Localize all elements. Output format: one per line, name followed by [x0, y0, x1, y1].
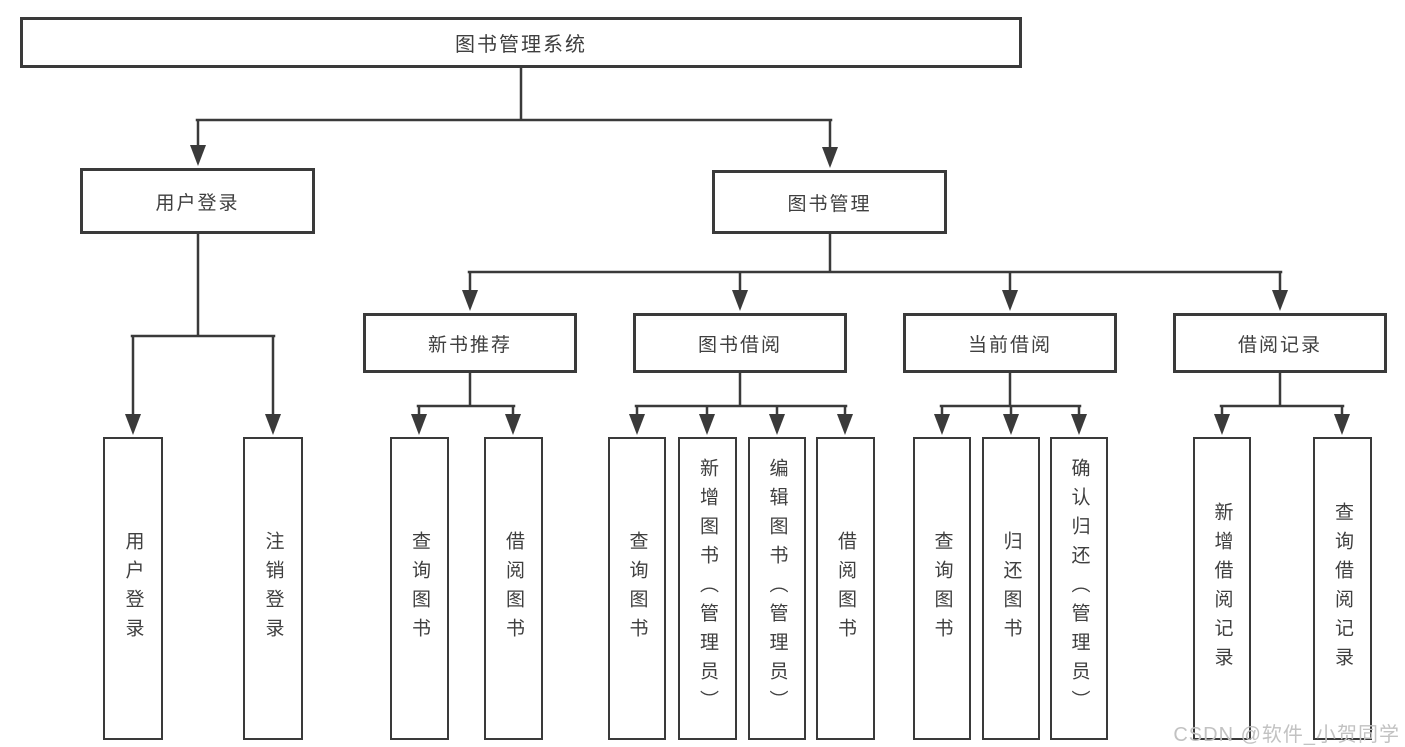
node-book-management: 图书管理: [712, 170, 947, 234]
node-book-borrow: 图书借阅: [633, 313, 847, 373]
node-user-login-label: 用户登录: [155, 192, 240, 214]
node-book-borrow-label: 图书借阅: [697, 334, 782, 356]
arrowhead-book-management: [822, 147, 838, 168]
arrowhead-leaf-logout: [265, 414, 281, 435]
connector-current-borrow-to-leaves: [934, 371, 1087, 435]
leaf-query-borrow-record-label: 查询借阅记录: [1332, 501, 1353, 676]
leaf-borrow-query-books: 查询图书: [608, 437, 666, 740]
connector-book-borrow-to-leaves: [629, 371, 853, 435]
leaf-user-login: 用户登录: [103, 437, 163, 740]
leaf-add-borrow-record: 新增借阅记录: [1193, 437, 1251, 740]
connector-root-to-level2: [190, 66, 838, 168]
leaf-confirm-return-admin: 确认归还（管理员）: [1050, 437, 1108, 740]
leaf-add-books-admin-label: 新增图书（管理员）: [697, 458, 718, 719]
node-current-borrow-label: 当前借阅: [967, 334, 1052, 356]
connector-user-login-to-leaves: [125, 232, 281, 435]
leaf-current-query-books: 查询图书: [913, 437, 971, 740]
node-new-book-recommend: 新书推荐: [363, 313, 577, 373]
leaf-query-borrow-record: 查询借阅记录: [1313, 437, 1372, 740]
connector-new-book-recommend-to-leaves: [411, 371, 521, 435]
leaf-add-books-admin: 新增图书（管理员）: [678, 437, 737, 740]
leaf-recommend-borrow-books-label: 借阅图书: [503, 530, 524, 647]
leaf-confirm-return-admin-label: 确认归还（管理员）: [1068, 458, 1090, 719]
leaf-recommend-borrow-books: 借阅图书: [484, 437, 543, 740]
leaf-return-books-label: 归还图书: [1000, 530, 1022, 647]
leaf-borrow-books-label: 借阅图书: [835, 530, 856, 647]
leaf-edit-books-admin: 编辑图书（管理员）: [748, 437, 806, 740]
arrowhead-leaf-user-login: [125, 414, 141, 435]
leaf-edit-books-admin-label: 编辑图书（管理员）: [766, 458, 788, 719]
leaf-add-borrow-record-label: 新增借阅记录: [1211, 501, 1233, 676]
node-root: 图书管理系统: [20, 17, 1022, 68]
leaf-logout-label: 注销登录: [262, 530, 284, 647]
leaf-recommend-query-books: 查询图书: [390, 437, 449, 740]
node-borrow-records: 借阅记录: [1173, 313, 1387, 373]
arrowhead-user-login: [190, 145, 206, 166]
leaf-recommend-query-books-label: 查询图书: [409, 530, 430, 647]
watermark: CSDN @软件_小贺同学: [1173, 724, 1400, 746]
leaf-borrow-query-books-label: 查询图书: [626, 530, 648, 647]
node-borrow-records-label: 借阅记录: [1237, 334, 1322, 356]
leaf-borrow-books: 借阅图书: [816, 437, 875, 740]
node-new-book-recommend-label: 新书推荐: [427, 334, 512, 356]
leaf-user-login-label: 用户登录: [122, 530, 144, 647]
arrowhead-current-borrow: [1002, 290, 1018, 311]
leaf-current-query-books-label: 查询图书: [931, 530, 953, 647]
connector-borrow-records-to-leaves: [1214, 371, 1350, 435]
node-root-label: 图书管理系统: [455, 34, 587, 56]
node-book-management-label: 图书管理: [787, 193, 872, 215]
leaf-return-books: 归还图书: [982, 437, 1040, 740]
node-user-login: 用户登录: [80, 168, 315, 234]
node-current-borrow: 当前借阅: [903, 313, 1117, 373]
connector-book-management-to-level3: [462, 232, 1288, 311]
arrowhead-new-book-recommend: [462, 290, 478, 311]
leaf-logout: 注销登录: [243, 437, 303, 740]
arrowhead-book-borrow: [732, 290, 748, 311]
arrowhead-borrow-records: [1272, 290, 1288, 311]
